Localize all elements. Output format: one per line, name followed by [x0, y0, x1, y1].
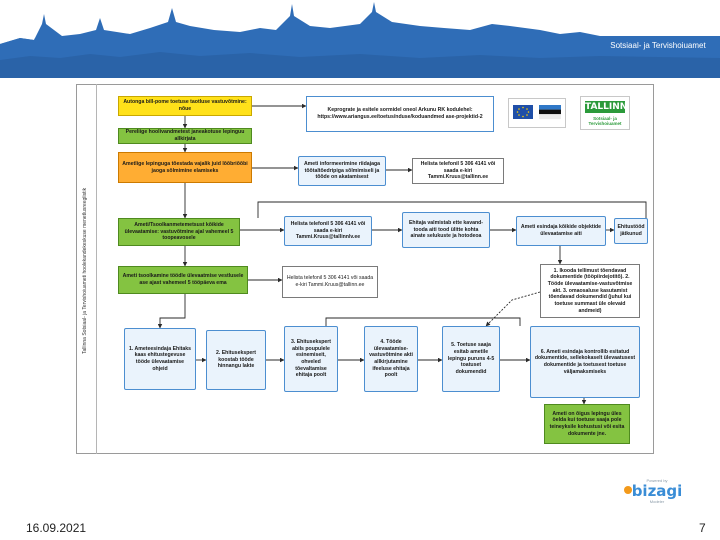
node-label: 2. Ehitusekspert koostab tööde hinnangu … [215, 350, 257, 370]
node-inspection-1[interactable]: Ameti/Tsoolkanmetemetsust kõikide ülevaa… [118, 218, 240, 246]
eu-logo [508, 98, 566, 128]
header-banner: TALLINN Sotsiaal- ja Tervishoiuamet [0, 0, 720, 78]
node-label: 5. Toetuse saaja esitab ametile lepingu … [447, 342, 495, 375]
node-label: Pereliige hoolivandmetest janeakotuse le… [125, 129, 245, 142]
node-application-submit[interactable]: Autonga bill-pome toetuse taotluse vastu… [118, 96, 252, 116]
bizagi-word: bizagi [631, 482, 683, 500]
node-inspection-2[interactable]: Ameti tsoolkamine töödle ülevaatmise ves… [118, 266, 248, 294]
slide-date: 16.09.2021 [26, 521, 87, 535]
node-contract-signing[interactable]: Ametlige lepinguga tõestada vajalik juid… [118, 152, 252, 183]
node-work-continues[interactable]: Ehitustööd jätkunud [614, 218, 648, 244]
node-label: Ameti informeerimine riidajaga tõõtaltõe… [303, 161, 381, 181]
node-label: 4. Tööde ülevaatamise-vastuvõtmine akti … [369, 339, 413, 379]
tallinn-logo-small: TALLINN Sotsiaal- ja Tervishoiuamet [580, 96, 630, 130]
node-label: Ehitaja valmistab ette kavand-tooda aiti… [408, 220, 484, 240]
node-document-list[interactable]: 1. Ikooda tellimust tõendavad dokumentid… [540, 264, 640, 318]
swimlane-label: Tallinna Sotsiaal- ja Tervishoiuameti ho… [79, 84, 93, 454]
node-label: Ametlige lepinguga tõestada vajalik juid… [122, 160, 248, 174]
node-terminate-contract[interactable]: Ameti on õigus lepingu üles öelda kui to… [544, 404, 630, 444]
swimlane-label-text: Tallinna Sotsiaal- ja Tervishoiuameti ho… [82, 187, 88, 354]
logo-subtitle-small: Sotsiaal- ja Tervishoiuamet [588, 116, 622, 126]
node-label: Helista telefonil 5 306 4141 või saada e… [286, 275, 374, 288]
bizagi-watermark: Powered by bizagi Modeler [622, 478, 692, 504]
skyline-illustration [0, 0, 720, 78]
node-label: Autonga bill-pome toetuse taotluse vastu… [123, 99, 247, 112]
node-step-6[interactable]: 6. Ameti esindaja kontrollib esitatud do… [530, 326, 640, 398]
bizagi-dot-icon [624, 486, 632, 494]
bizagi-pre: Powered by [646, 478, 668, 483]
eu-flag-icon [513, 105, 561, 119]
node-step-5[interactable]: 5. Toetuse saaja esitab ametile lepingu … [442, 326, 500, 392]
node-label: Ehitustööd jätkunud [617, 224, 645, 237]
node-label: Ameti tsoolkamine töödle ülevaatmise ves… [122, 273, 244, 286]
node-sign-contract[interactable]: Pereliige hoolivandmetest janeakotuse le… [118, 128, 252, 144]
node-label: 3. Ehitusekspert abils poupulele esinemi… [290, 339, 332, 379]
node-label: Keprograte ja esitele sormidel oneol Ark… [317, 107, 483, 120]
node-phone-contact-1[interactable]: Helista telefonil 5 306 4141 või saada e… [284, 216, 372, 246]
node-label: Ameti/Tsoolkanmetemetsust kõikide ülevaa… [124, 222, 234, 242]
logo-subtitle: Sotsiaal- ja Tervishoiuamet [610, 41, 706, 50]
node-label: 6. Ameti esindaja kontrollib esitatud do… [534, 348, 636, 375]
node-office-review[interactable]: Ameti esindaja kõikide objektide ülevaat… [516, 216, 606, 246]
node-step-2[interactable]: 2. Ehitusekspert koostab tööde hinnangu … [206, 330, 266, 390]
lane-divider [96, 84, 97, 454]
node-label: Ameti on õigus lepingu üles öelda kui to… [549, 410, 625, 437]
bizagi-post: Modeler [649, 499, 665, 504]
node-notify-office[interactable]: Ameti informeerimine riidajaga tõõtaltõe… [298, 156, 386, 186]
node-step-4[interactable]: 4. Tööde ülevaatamise-vastuvõtmine akti … [364, 326, 418, 392]
node-builder-prepares[interactable]: Ehitaja valmistab ette kavand-tooda aiti… [402, 212, 490, 248]
node-phone-contact-2[interactable]: Helista telefonil 5 306 4141 või saada e… [282, 266, 378, 298]
node-step-3[interactable]: 3. Ehitusekspert abils poupulele esinemi… [284, 326, 338, 392]
node-label: Helista telefonil 5 306 4141 või saada e… [420, 161, 496, 181]
node-phone-contact-top[interactable]: Helista telefonil 5 306 4141 või saada e… [412, 158, 504, 184]
tallinn-logo: TALLINN Sotsiaal- ja Tervishoiuamet [610, 13, 720, 51]
node-label: Ameti esindaja kõikide objektide ülevaat… [520, 224, 602, 237]
node-label: Helista telefonil 5 306 4141 või saada e… [290, 221, 366, 241]
node-step-1[interactable]: 1. Ameteesindaja Ehitaks kaas ehitustege… [124, 328, 196, 390]
logo-word: TALLINN [610, 13, 720, 38]
slide-number: 7 [699, 521, 706, 535]
node-label: 1. Ameteesindaja Ehitaks kaas ehitustege… [128, 345, 192, 372]
logo-word-small: TALLINN [585, 101, 628, 113]
node-info-website[interactable]: Keprograte ja esitele sormidel oneol Ark… [306, 96, 494, 132]
node-label: 1. Ikooda tellimust tõendavad dokumentid… [547, 267, 633, 314]
